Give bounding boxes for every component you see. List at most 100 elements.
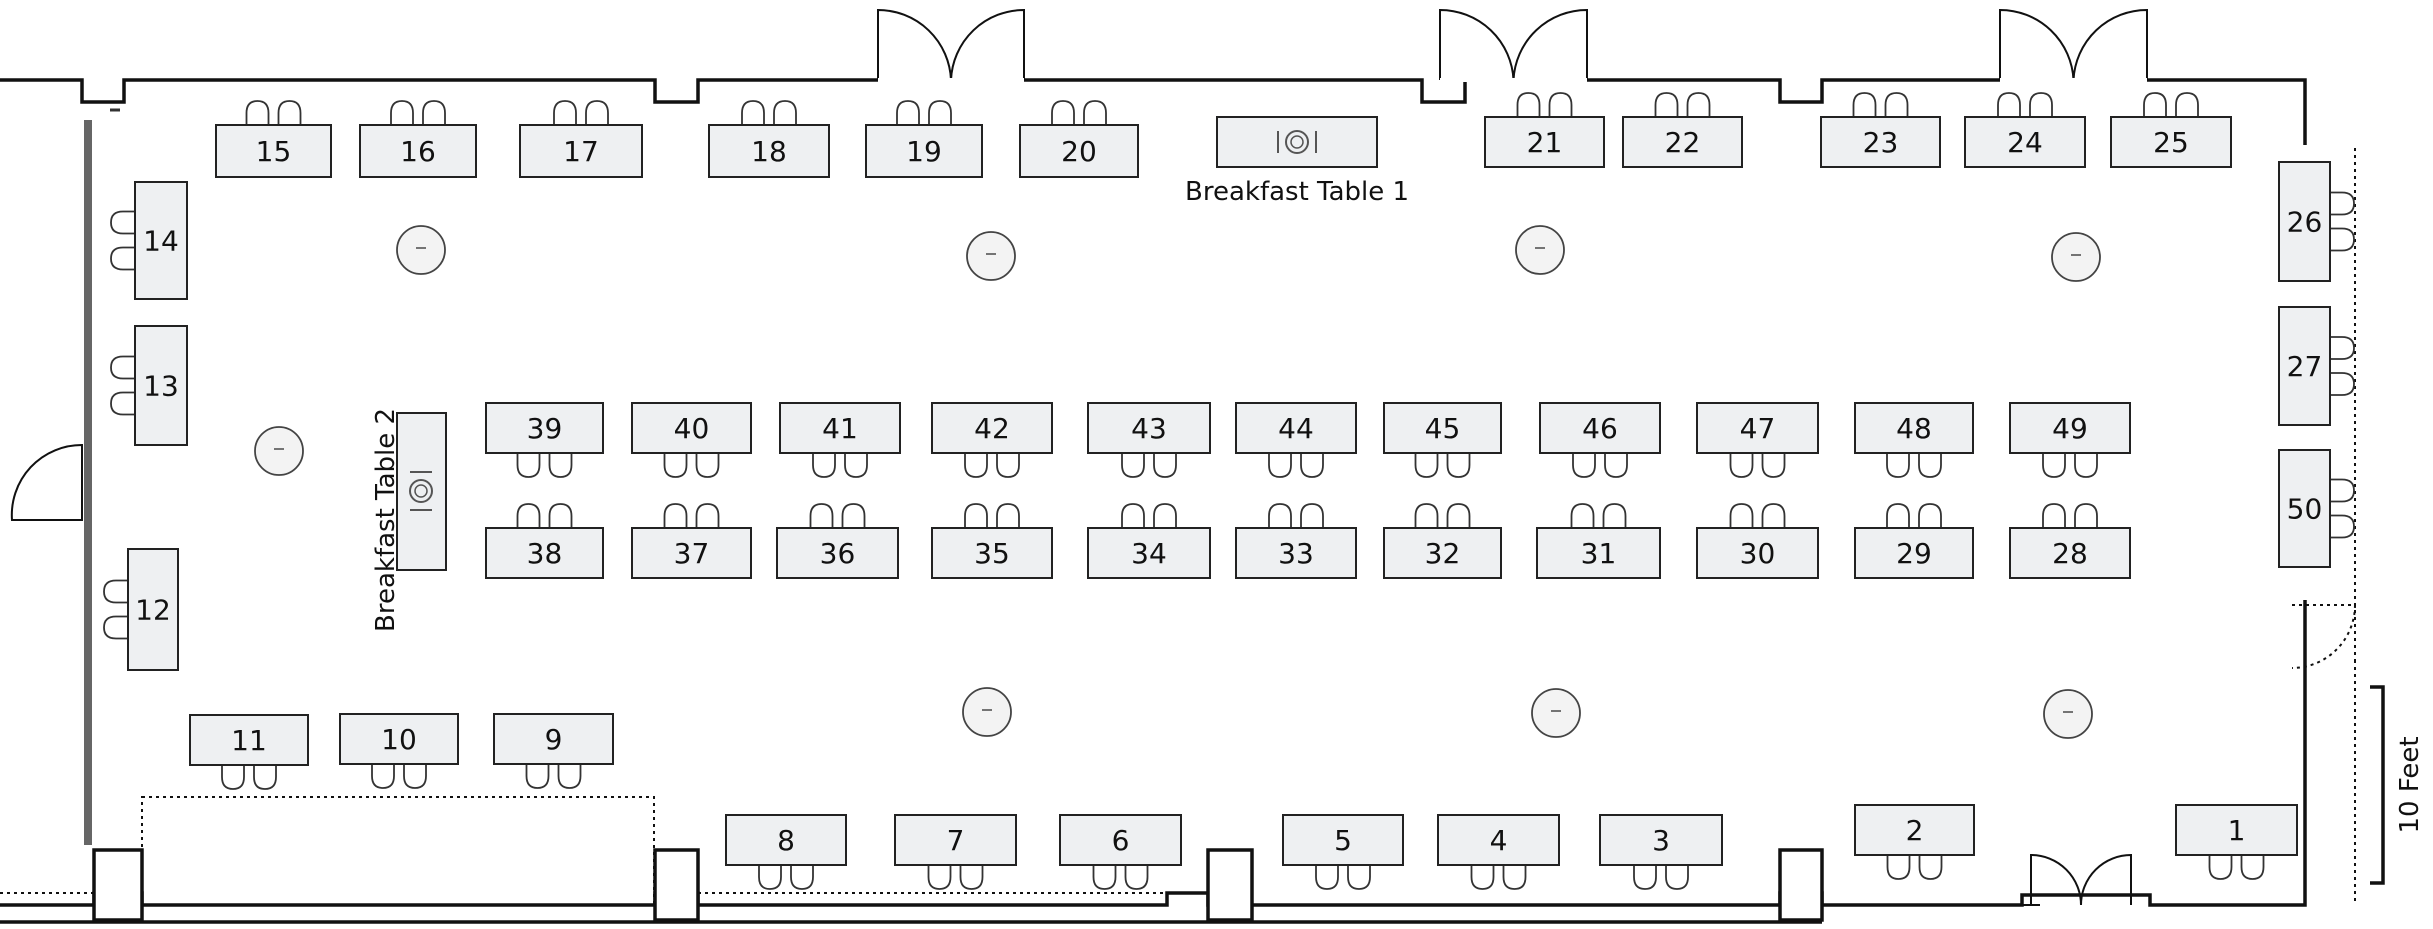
- table-top: [1282, 814, 1404, 866]
- chair-icon: [390, 100, 414, 125]
- breakfast-table-2[interactable]: Breakfast Table 2: [371, 408, 447, 632]
- table[interactable]: 28: [2009, 503, 2131, 579]
- table[interactable]: 48: [1854, 402, 1974, 478]
- table-top: [1536, 527, 1661, 579]
- table[interactable]: 41: [779, 402, 901, 478]
- table[interactable]: 39: [485, 402, 604, 478]
- table[interactable]: 31: [1536, 503, 1661, 579]
- table[interactable]: 6: [1059, 814, 1182, 890]
- chair-icon: [1315, 865, 1339, 890]
- table-top: [776, 527, 899, 579]
- chair-icon: [2029, 92, 2053, 117]
- table[interactable]: 35: [931, 503, 1053, 579]
- table-top: [134, 325, 188, 446]
- table[interactable]: 36: [776, 503, 899, 579]
- table[interactable]: 23: [1820, 92, 1941, 168]
- chair-icon: [110, 210, 135, 235]
- table-top: [2175, 804, 2298, 856]
- chair-icon: [2074, 503, 2098, 528]
- table[interactable]: 24: [1964, 92, 2086, 168]
- chair-icon: [996, 503, 1020, 528]
- table-top: [1059, 814, 1182, 866]
- chair-icon: [695, 503, 720, 528]
- chair-icon: [1886, 503, 1910, 528]
- scale-label: 10 Feet: [2395, 736, 2425, 833]
- table[interactable]: 9: [493, 713, 614, 789]
- table-number: 35: [974, 537, 1010, 570]
- table-top: [1087, 402, 1211, 454]
- table[interactable]: 27: [2278, 306, 2355, 426]
- table-top: [189, 714, 309, 766]
- table[interactable]: 42: [931, 402, 1053, 478]
- table[interactable]: 4: [1437, 814, 1560, 890]
- table[interactable]: 22: [1622, 92, 1743, 168]
- scale-bar: 10 Feet: [2370, 685, 2425, 885]
- table[interactable]: 44: [1235, 402, 1357, 478]
- table[interactable]: 29: [1854, 503, 1974, 579]
- table[interactable]: 20: [1019, 100, 1139, 178]
- table[interactable]: 45: [1383, 402, 1502, 478]
- chair-icon: [2240, 855, 2265, 880]
- chair-icon: [1761, 503, 1786, 528]
- table[interactable]: 30: [1696, 503, 1819, 579]
- table-number: 15: [256, 135, 292, 168]
- chair-icon: [2330, 227, 2355, 252]
- table-top: [134, 181, 188, 300]
- table[interactable]: 46: [1539, 402, 1661, 478]
- chair-icon: [1268, 453, 1292, 478]
- table[interactable]: 34: [1087, 503, 1211, 579]
- table[interactable]: 17: [519, 100, 643, 178]
- breakfast-table-1[interactable]: Breakfast Table 1: [1185, 116, 1409, 207]
- table[interactable]: 47: [1696, 402, 1819, 478]
- table[interactable]: 33: [1235, 503, 1357, 579]
- chair-icon: [790, 865, 814, 890]
- table[interactable]: 10: [339, 713, 459, 789]
- table[interactable]: 11: [189, 714, 309, 790]
- table[interactable]: 19: [865, 100, 983, 178]
- table[interactable]: 13: [110, 325, 188, 446]
- table[interactable]: 14: [110, 181, 188, 300]
- chair-icon: [1153, 453, 1177, 478]
- table-top: [1235, 527, 1357, 579]
- table[interactable]: 15: [215, 100, 332, 178]
- chair-icon: [1124, 865, 1149, 890]
- chair-icon: [103, 615, 128, 640]
- table[interactable]: 8: [725, 814, 847, 890]
- table-top: [725, 814, 847, 866]
- chair-icon: [927, 865, 952, 890]
- table-top: [1019, 124, 1139, 178]
- table[interactable]: 16: [359, 100, 477, 178]
- chair-icon: [1153, 503, 1177, 528]
- chair-icon: [110, 391, 135, 416]
- table[interactable]: 50: [2278, 449, 2355, 568]
- table[interactable]: 18: [708, 100, 830, 178]
- table[interactable]: 49: [2009, 402, 2131, 478]
- table-number: 25: [2153, 126, 2189, 159]
- table-number: 38: [527, 537, 563, 570]
- column-icon: [966, 231, 1016, 281]
- table[interactable]: 38: [485, 503, 604, 579]
- table[interactable]: 21: [1484, 92, 1605, 168]
- table[interactable]: 12: [103, 548, 179, 671]
- table[interactable]: 1: [2175, 804, 2298, 880]
- table[interactable]: 43: [1087, 402, 1211, 478]
- table[interactable]: 2: [1854, 804, 1975, 880]
- table[interactable]: 40: [631, 402, 752, 478]
- table[interactable]: 25: [2110, 92, 2232, 168]
- chair-icon: [557, 764, 582, 789]
- table[interactable]: 3: [1599, 814, 1723, 890]
- table[interactable]: 7: [894, 814, 1017, 890]
- chair-icon: [812, 453, 836, 478]
- chair-icon: [1997, 92, 2021, 117]
- table[interactable]: 26: [2278, 161, 2355, 282]
- breakfast-table-2-label: Breakfast Table 2: [371, 408, 401, 632]
- chair-icon: [844, 453, 868, 478]
- table[interactable]: 32: [1383, 503, 1502, 579]
- table-number: 45: [1425, 412, 1461, 445]
- table[interactable]: 5: [1282, 814, 1404, 890]
- table[interactable]: 37: [631, 503, 752, 579]
- table-number: 5: [1334, 824, 1352, 857]
- table-top: [339, 713, 459, 765]
- chair-icon: [2074, 453, 2098, 478]
